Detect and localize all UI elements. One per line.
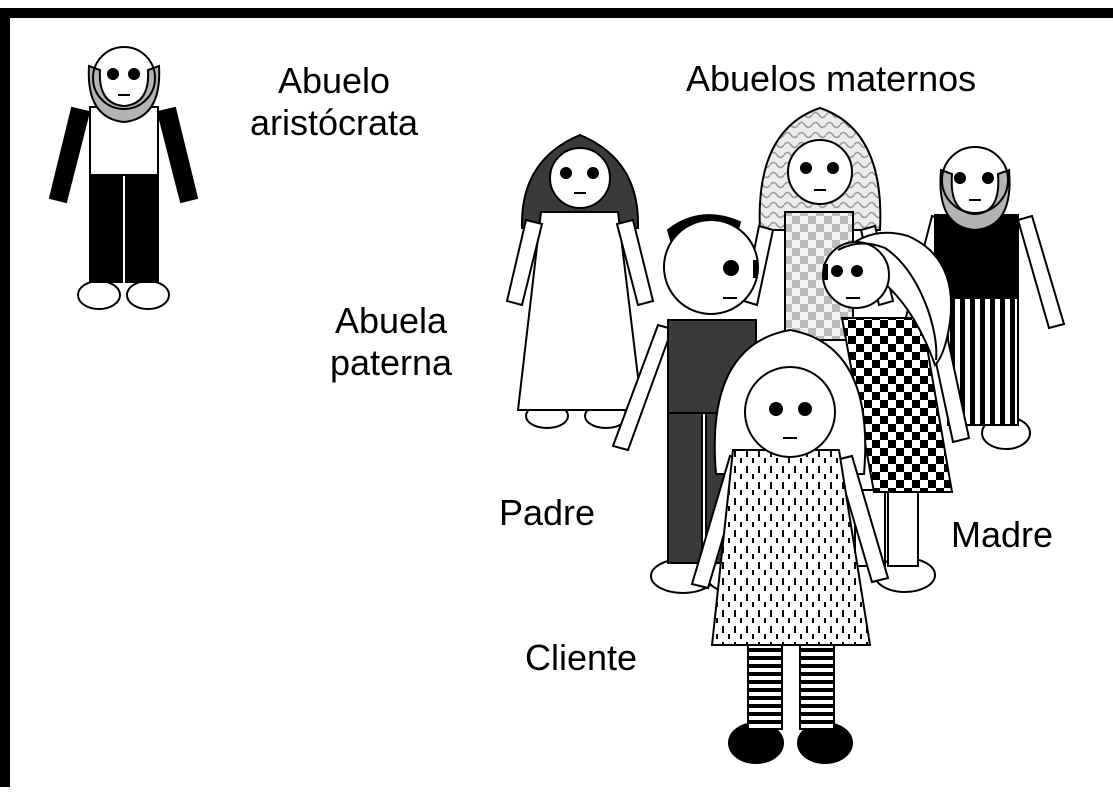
- label-abuelo-aristocrata: Abuelo aristócrata: [234, 60, 434, 144]
- cliente-figure: [690, 328, 890, 764]
- abuelo-materno-figure: [903, 146, 1066, 450]
- label-abuela-paterna-line2: paterna: [329, 342, 453, 383]
- diagram-frame: [0, 8, 1113, 787]
- label-abuelo-aristocrata-line1: Abuelo: [277, 60, 391, 101]
- label-cliente: Cliente: [525, 637, 638, 678]
- label-abuela-paterna: Abuela paterna: [306, 300, 476, 384]
- madre-figure: [822, 231, 971, 593]
- label-abuela-paterna-line1: Abuela: [334, 300, 448, 341]
- abuelo-aristocrata-figure: [48, 46, 199, 310]
- label-padre: Padre: [499, 492, 596, 533]
- label-abuelos-maternos: Abuelos maternos: [686, 58, 977, 99]
- label-madre: Madre: [951, 514, 1054, 555]
- label-abuelo-aristocrata-line2: aristócrata: [249, 102, 419, 143]
